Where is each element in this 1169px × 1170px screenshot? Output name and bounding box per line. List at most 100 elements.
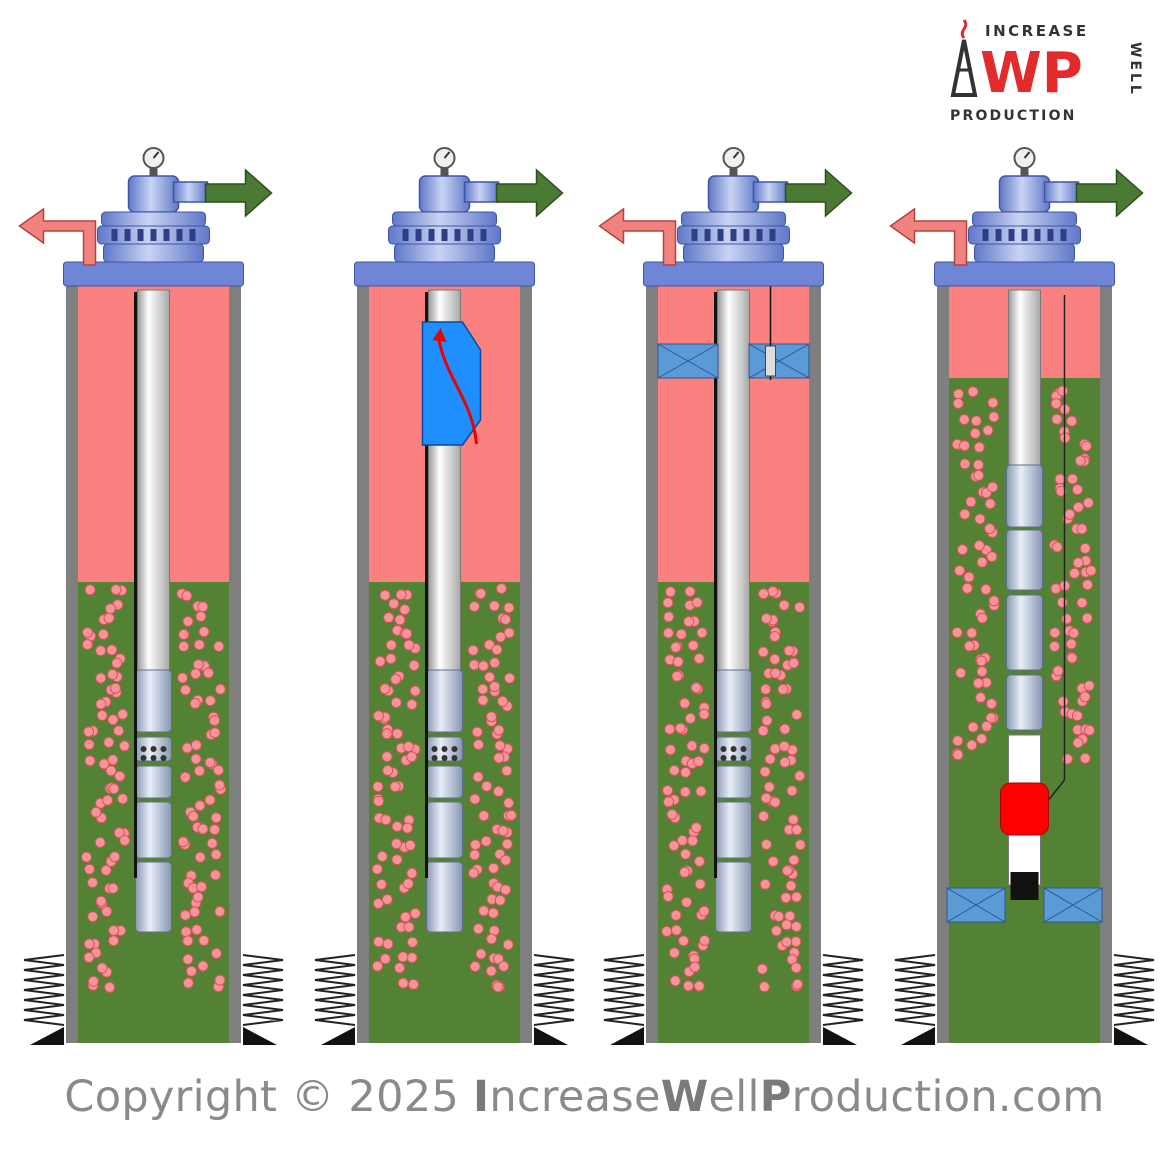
- gas-bubble: [967, 386, 979, 398]
- wellhead-valve-body: [707, 175, 760, 213]
- gas-bubble: [787, 814, 799, 826]
- gas-bubble: [210, 947, 222, 959]
- gas-bubble: [389, 781, 401, 793]
- gas-bubble: [970, 415, 982, 427]
- gas-bubble: [662, 627, 674, 639]
- gas-bubble: [695, 785, 707, 797]
- production-tubing: [137, 289, 170, 671]
- logo-bottom-text: PRODUCTION: [950, 108, 1077, 124]
- gas-bubble: [109, 682, 121, 694]
- gas-bubble: [790, 936, 802, 948]
- gas-bubble: [210, 869, 221, 881]
- gas-bubble: [969, 427, 981, 439]
- seal-section: [715, 765, 752, 799]
- gas-bubble: [666, 809, 678, 820]
- intake-port: [160, 755, 167, 761]
- gas-bubble: [976, 556, 988, 568]
- packer-mark: [1043, 887, 1103, 923]
- gas-bubble: [467, 644, 479, 656]
- gas-bubble: [1051, 541, 1063, 553]
- gas-bubble: [661, 925, 673, 937]
- gauge-stem: [1020, 168, 1029, 176]
- gas-bubble: [209, 824, 221, 836]
- gas-bubble: [686, 740, 698, 752]
- gas-bubble: [972, 677, 984, 689]
- gas-bubble: [385, 653, 397, 665]
- gas-bubble: [198, 626, 210, 638]
- gas-bubble: [469, 961, 481, 972]
- seal-section: [426, 765, 463, 799]
- gas-bubble: [663, 796, 674, 808]
- gas-bubble: [95, 698, 107, 710]
- gas-bubble: [693, 653, 705, 664]
- gas-bubble: [663, 611, 675, 623]
- gas-bubble: [394, 962, 405, 974]
- motor-section: [426, 801, 463, 859]
- gas-bubble: [107, 754, 119, 766]
- gas-bubble: [96, 962, 108, 974]
- gas-bubble: [791, 824, 803, 836]
- copyright-notice: Copyright © 2025 IncreaseWellProduction.…: [0, 1072, 1169, 1122]
- gas-bubble: [197, 960, 209, 972]
- gas-bubble: [973, 540, 985, 551]
- gas-bubble: [770, 667, 781, 679]
- gas-bubble: [770, 925, 782, 937]
- motor-section: [1006, 674, 1043, 731]
- gas-bubble: [198, 935, 210, 946]
- intake-port: [150, 746, 157, 752]
- well-3: [598, 147, 864, 1045]
- gas-bubble: [984, 498, 996, 510]
- gas-bubble: [966, 739, 978, 751]
- gas-bubble: [1082, 579, 1093, 591]
- gas-bubble: [391, 854, 403, 866]
- flame-icon: [960, 19, 968, 39]
- copyright-part: I: [473, 1072, 490, 1122]
- gas-bubble: [494, 740, 506, 752]
- tubing-outlet-pipe: [1043, 181, 1080, 203]
- gas-bubble: [767, 586, 779, 597]
- packer-mark: [946, 887, 1006, 923]
- flange-bolt: [982, 229, 989, 241]
- flange-bolt: [1060, 229, 1067, 241]
- gas-bubble: [498, 960, 510, 972]
- gas-bubble: [82, 627, 93, 638]
- gas-bubble: [492, 953, 504, 965]
- well-2: [314, 147, 575, 1045]
- gas-bubble: [104, 603, 116, 615]
- gas-bubble: [181, 590, 193, 602]
- flange-bolt: [480, 229, 487, 241]
- flange-bolt: [124, 229, 131, 241]
- gas-bubble: [678, 935, 689, 947]
- motor-base: [426, 861, 463, 933]
- gas-bubble: [108, 925, 120, 936]
- gas-bubble: [1057, 385, 1069, 397]
- wellhead-valve-body: [127, 175, 180, 213]
- intake-port: [720, 746, 727, 752]
- gas-bubble: [203, 667, 214, 679]
- gas-bubble: [1066, 652, 1078, 664]
- gas-bubble: [408, 659, 420, 671]
- intake-port: [451, 746, 458, 752]
- gas-bubble: [988, 411, 1000, 423]
- gas-bubble: [1049, 640, 1061, 652]
- gas-bubble: [763, 781, 775, 793]
- perforation-spring: [23, 954, 65, 1026]
- gas-bubble: [1056, 596, 1068, 608]
- gas-bubble: [794, 601, 806, 613]
- formation-wedge: [610, 1027, 644, 1045]
- intake-port: [740, 746, 747, 752]
- gas-bubble: [182, 977, 194, 989]
- gas-bubble: [503, 797, 515, 809]
- gas-bubble: [390, 697, 402, 709]
- gas-bubble: [759, 878, 771, 890]
- gas-bubble: [110, 584, 122, 596]
- intake-port: [730, 746, 737, 752]
- control-line: [1047, 295, 1066, 801]
- gas-bubble: [975, 692, 987, 703]
- gas-bubble: [193, 639, 205, 651]
- gas-bubble: [952, 735, 964, 747]
- flange-bolt: [137, 229, 144, 241]
- gas-bubble: [95, 895, 107, 907]
- gas-bubble: [117, 708, 129, 720]
- gas-bubble: [81, 851, 92, 863]
